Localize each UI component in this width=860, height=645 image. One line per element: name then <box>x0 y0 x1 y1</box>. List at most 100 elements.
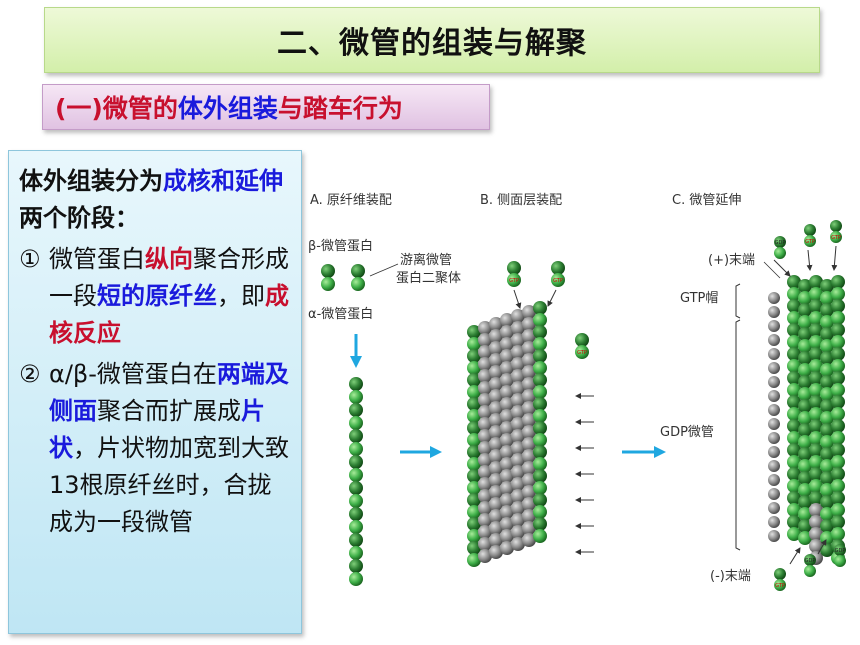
tubulin-subunit <box>349 442 363 456</box>
tubulin-subunit <box>787 431 801 445</box>
tubulin-subunit <box>809 311 823 325</box>
tubulin-subunit <box>511 381 525 395</box>
s2c: 聚合而扩展成 <box>97 397 241 425</box>
tubulin-subunit <box>787 455 801 469</box>
free-dimers <box>321 264 365 291</box>
tubulin-subunit <box>798 387 812 401</box>
panel-a-label: A. 原纤维装配 <box>310 193 392 208</box>
tubulin-subunit <box>478 345 492 359</box>
tubulin-subunit <box>820 351 834 365</box>
dimer-pointer <box>369 263 399 277</box>
panel-b-label: B. 侧面层装配 <box>480 193 562 208</box>
tubulin-subunit <box>522 425 536 439</box>
tubulin-subunit <box>809 455 823 469</box>
tubulin-subunit <box>522 353 536 367</box>
tubulin-subunit <box>349 572 363 586</box>
gdp-tag-bottom-1: GDP <box>805 558 816 564</box>
tubulin-subunit <box>511 501 525 515</box>
tubulin-subunit <box>787 479 801 493</box>
tubulin-subunit <box>820 339 834 353</box>
tubulin-subunit <box>820 375 834 389</box>
tubulin-subunit <box>798 447 812 461</box>
tubulin-subunit <box>533 421 547 435</box>
tubulin-subunit <box>809 299 823 313</box>
s2d: 片状 <box>49 397 265 462</box>
tubulin-subunit <box>831 407 845 421</box>
tubulin-subunit <box>478 369 492 383</box>
tubulin-subunit <box>522 377 536 391</box>
gtp-tag-3: GTP <box>577 350 587 356</box>
panel-c-label: C. 微管延伸 <box>672 193 741 208</box>
tubulin-subunit <box>533 529 547 543</box>
tubulin-subunit <box>820 363 834 377</box>
tubulin-subunit <box>820 315 834 329</box>
title-bar: 二、微管的组装与解聚 <box>44 7 820 73</box>
tubulin-subunit <box>768 348 780 360</box>
tubulin-subunit <box>820 387 834 401</box>
tubulin-subunit <box>809 539 823 553</box>
tubulin-subunit <box>489 533 503 547</box>
tubulin-subunit <box>467 481 481 495</box>
tubulin-subunit <box>787 515 801 529</box>
tubulin-subunit <box>349 533 363 547</box>
tubulin-subunit <box>467 517 481 531</box>
tubulin-subunit <box>533 325 547 339</box>
tubulin-subunit <box>787 275 801 289</box>
tubulin-subunit <box>820 447 834 461</box>
tubulin-subunit <box>500 517 514 531</box>
gdp-bracket <box>735 319 741 551</box>
tubulin-subunit <box>478 357 492 371</box>
tubulin-subunit <box>489 437 503 451</box>
tubulin-subunit <box>533 301 547 315</box>
tubulin-subunit <box>478 381 492 395</box>
gdp-tag-bottom-2: GDP <box>835 548 846 554</box>
tubulin-subunit <box>820 435 834 449</box>
s2b: 两端及侧面 <box>49 360 289 425</box>
tubulin-subunit <box>831 431 845 445</box>
tubulin-subunit <box>798 315 812 329</box>
tubulin-subunit <box>768 432 780 444</box>
tubulin-subunit <box>533 433 547 447</box>
tubulin-subunit <box>820 291 834 305</box>
tubulin-subunit <box>820 483 834 497</box>
tubulin-subunit <box>768 530 780 542</box>
tubulin-subunit <box>820 411 834 425</box>
gdp-tag-top: GDP <box>775 240 786 246</box>
intro-paragraph: 体外组装分为成核和延伸两个阶段： <box>19 163 293 237</box>
tubulin-subunit <box>511 453 525 467</box>
tubulin-subunit <box>831 299 845 313</box>
tubulin-subunit <box>768 376 780 388</box>
tubulin-subunit <box>349 468 363 482</box>
tubulin-subunit <box>798 483 812 497</box>
tubulin-subunit <box>787 383 801 397</box>
s1d: 短的原纤丝 <box>97 282 217 310</box>
incoming-dimers-b: GTP GTP GTP <box>507 261 589 359</box>
tubulin-subunit <box>349 455 363 469</box>
tubulin-subunit <box>349 507 363 521</box>
tubulin-subunit <box>798 399 812 413</box>
minus-end-dimers: GTP GDP GDP <box>774 539 846 591</box>
tubulin-subunit <box>511 417 525 431</box>
tubulin-subunit <box>522 389 536 403</box>
tubulin-subunit <box>798 411 812 425</box>
tubulin-subunit <box>831 419 845 433</box>
tubulin-subunit <box>787 311 801 325</box>
tubulin-subunit <box>787 467 801 481</box>
tubulin-subunit <box>809 371 823 385</box>
tubulin-subunit <box>511 429 525 443</box>
tubulin-subunit <box>831 323 845 337</box>
tubulin-subunit <box>831 383 845 397</box>
tubulin-subunit <box>533 361 547 375</box>
plus-end-dimers: GDP GTP GTP <box>763 220 842 279</box>
tubulin-subunit <box>533 313 547 327</box>
s2e: ，片状物加宽到大致13根原纤丝时，合拢成为一段微管 <box>49 434 289 536</box>
tubulin-subunit <box>489 341 503 355</box>
heading-part-1: (一)微管的 <box>55 94 178 123</box>
tubulin-subunit <box>768 292 780 304</box>
tubulin-subunit <box>467 385 481 399</box>
gtp-tag-1: GTP <box>509 278 519 284</box>
tubulin-subunit <box>831 287 845 301</box>
tubulin-subunit <box>809 419 823 433</box>
tubulin-subunit <box>500 457 514 471</box>
